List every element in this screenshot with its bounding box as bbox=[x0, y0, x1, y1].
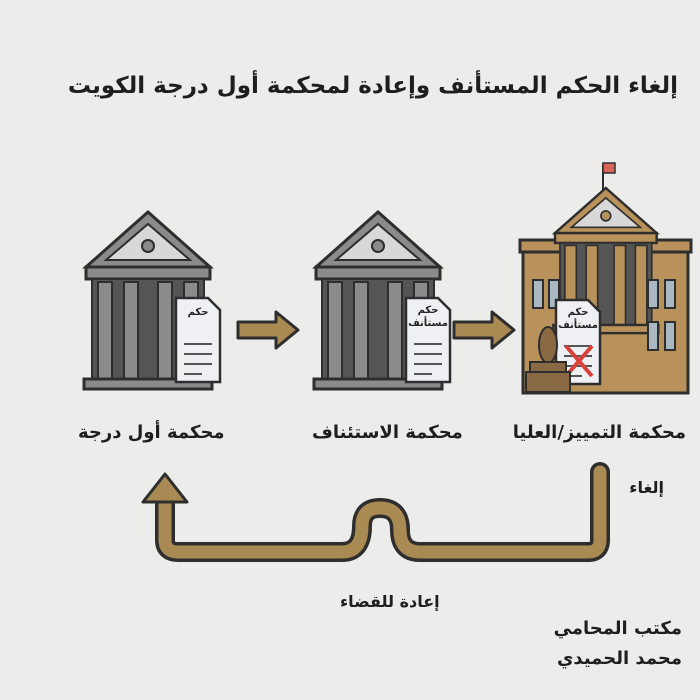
page-title: إلغاء الحكم المستأنف وإعادة لمحكمة أول د… bbox=[67, 73, 678, 99]
cassation-court-label: محكمة التمييز/العليا bbox=[512, 422, 686, 443]
document-icon: حكم bbox=[174, 296, 222, 384]
document-text: حكم bbox=[187, 307, 209, 318]
arrow-to-cassation bbox=[452, 310, 516, 350]
remand-return-arrow bbox=[141, 462, 610, 562]
footer-office: مكتب المحامي bbox=[553, 618, 682, 639]
document-text: حكم مستأنف bbox=[558, 307, 598, 331]
document-text: حكم مستأنف bbox=[408, 305, 448, 329]
appeal-court-label: محكمة الاستئناف bbox=[312, 422, 463, 443]
stamp-icon bbox=[525, 326, 571, 393]
remand-label: إعادة للقضاء bbox=[340, 592, 440, 611]
first-instance-court-label: محكمة أول درجة bbox=[78, 422, 225, 443]
arrow-to-appeal bbox=[236, 310, 300, 350]
footer-name: محمد الحميدي bbox=[556, 648, 682, 669]
annul-label: إلغاء bbox=[629, 478, 664, 497]
document-icon: حكم مستأنف bbox=[404, 296, 452, 384]
